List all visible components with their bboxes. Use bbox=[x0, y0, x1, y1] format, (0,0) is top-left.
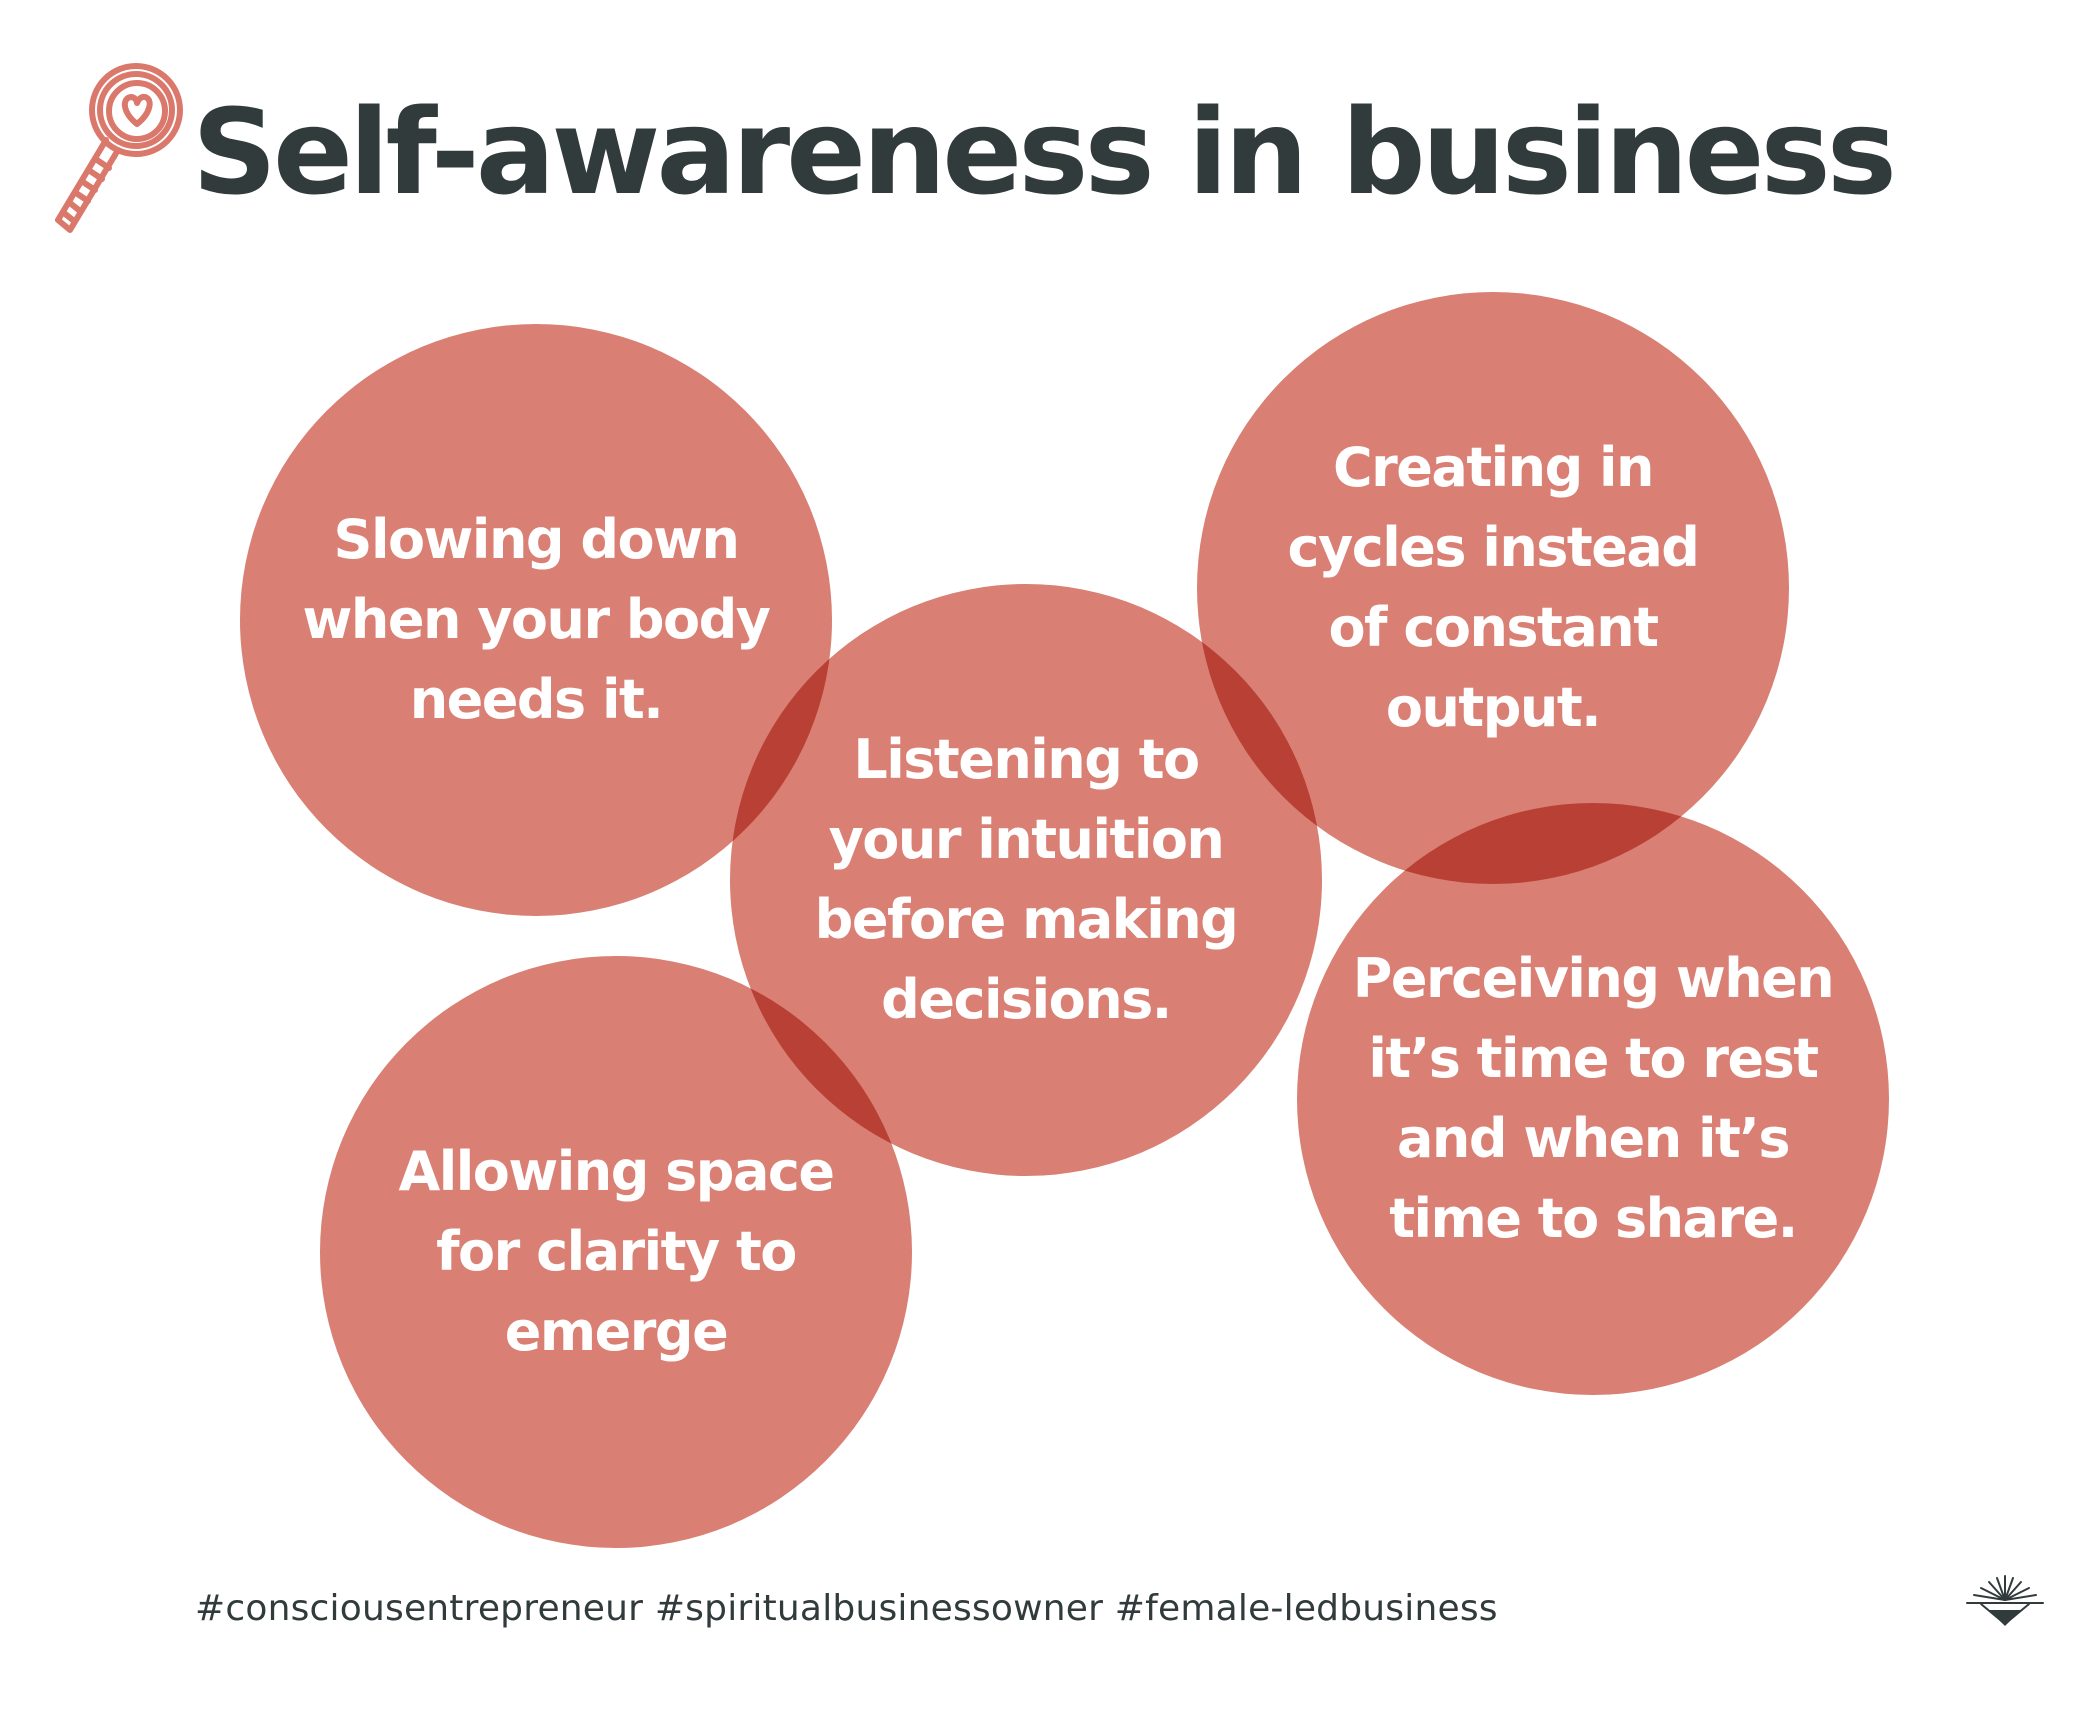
circle-text-allowing: Allowing space for clarity to emerge bbox=[398, 1140, 835, 1363]
circle-text-creating: Creating in cycles instead of constant o… bbox=[1287, 436, 1700, 739]
circle-allowing: Allowing space for clarity to emerge bbox=[320, 956, 912, 1548]
hashtags: #consciousentrepreneur #spiritualbusines… bbox=[195, 1588, 1498, 1629]
circle-slowing-down: Slowing down when your body needs it. bbox=[240, 324, 832, 916]
circle-perceiving: Perceiving when it’s time to rest and wh… bbox=[1297, 803, 1889, 1395]
circle-creating: Creating in cycles instead of constant o… bbox=[1197, 292, 1789, 884]
sunrise-diamond-logo-icon bbox=[1965, 1572, 2045, 1638]
circle-text-listening: Listening to your intuition before makin… bbox=[814, 728, 1239, 1031]
circle-text-slowing-down: Slowing down when your body needs it. bbox=[302, 508, 771, 731]
magnifying-glass-heart-icon bbox=[40, 58, 190, 240]
page-title: Self-awareness in business bbox=[192, 83, 1897, 221]
circle-text-perceiving: Perceiving when it’s time to rest and wh… bbox=[1352, 947, 1835, 1250]
